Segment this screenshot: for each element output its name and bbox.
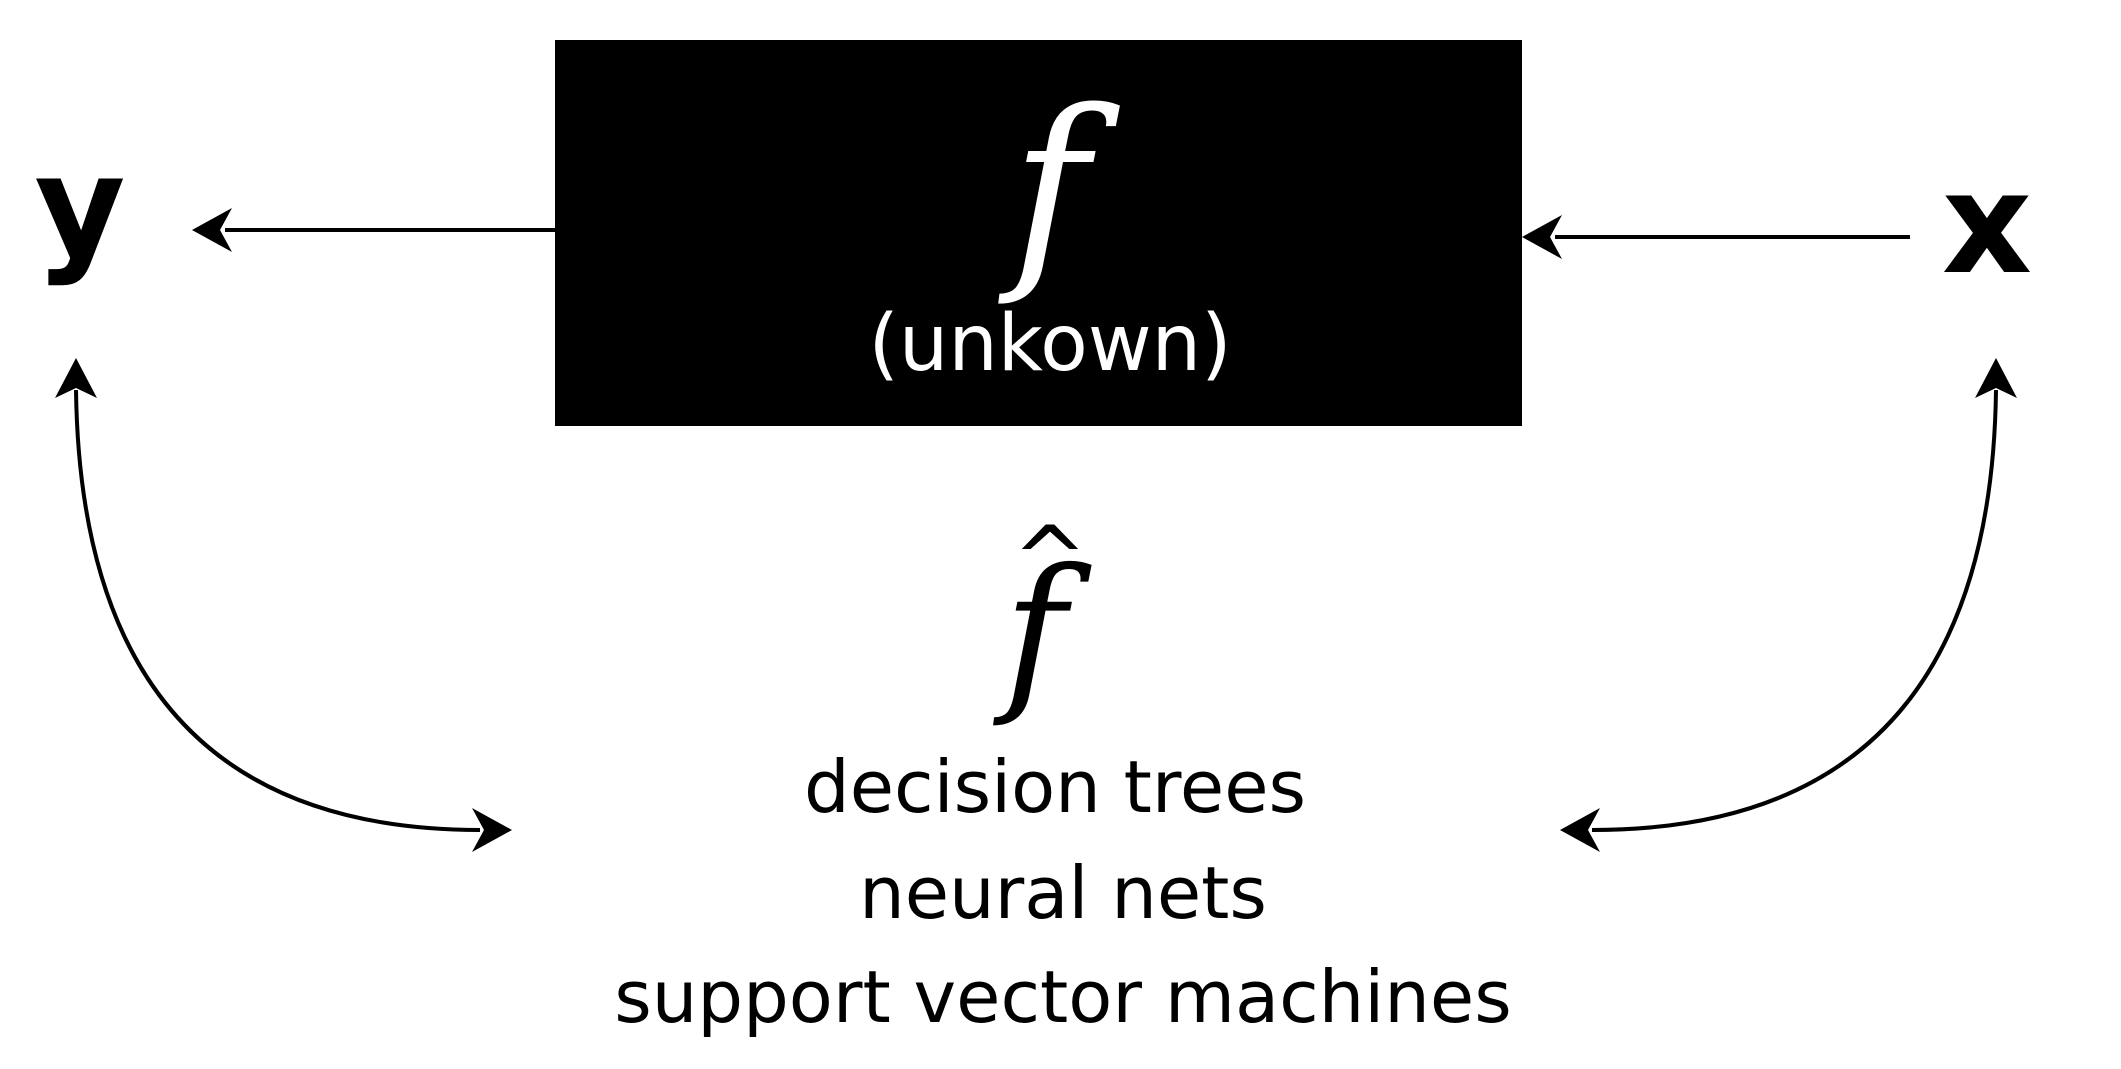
method-support-vector-machines: support vector machines [614,955,1512,1039]
unknown-function-box [555,40,1522,426]
arrow-x-to-box [1522,215,1910,259]
output-variable-y: y [34,126,125,289]
estimate-hat: ^ [1012,507,1087,612]
arrow-box-to-y [192,208,555,252]
curved-arrow-x-to-estimate [1560,358,2017,852]
true-function-caption: (unkown) [868,299,1231,389]
method-decision-trees: decision trees [804,745,1306,829]
input-variable-x: x [1942,143,2032,306]
method-neural-nets: neural nets [859,851,1267,935]
curved-arrow-y-to-estimate [55,358,512,852]
